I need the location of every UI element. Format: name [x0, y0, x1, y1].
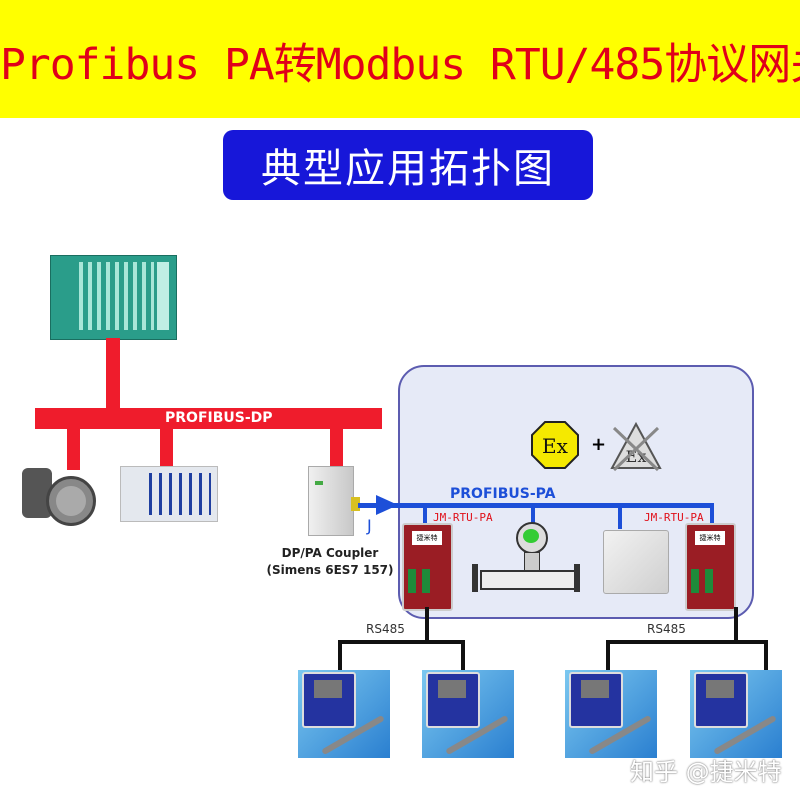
profibus-dp-bus	[35, 408, 382, 429]
crossed-ex-icon: Ex	[610, 421, 662, 472]
plc-device	[120, 466, 218, 522]
flowmeter-device	[472, 520, 580, 602]
plc-drop-line	[160, 428, 173, 468]
rs485-right-label: RS485	[647, 622, 686, 636]
modbus-sensor-3	[565, 670, 657, 758]
dp-master-rack	[50, 255, 177, 340]
rs485-left-label: RS485	[366, 622, 405, 636]
junction-box-device	[603, 530, 669, 594]
pump-drop-line	[67, 428, 80, 470]
rs485-left-drop-2	[461, 640, 465, 675]
pa-drop-flowmeter	[531, 503, 535, 523]
page-title: Profibus PA转Modbus RTU/485协议网关	[0, 40, 800, 90]
rack-drop-line	[106, 338, 120, 410]
watermark: 知乎 @捷米特	[630, 758, 782, 786]
profibus-pa-label: PROFIBUS-PA	[450, 486, 556, 502]
title-banner	[0, 0, 800, 118]
pa-drop-junction-box	[618, 503, 622, 529]
gateway-brand: 捷米特	[412, 531, 442, 545]
pa-drop-gateway-left	[423, 503, 427, 525]
svg-text:Ex: Ex	[626, 447, 647, 466]
actuator-device	[20, 462, 100, 534]
connector-mark: J	[367, 516, 372, 535]
dp-pa-coupler-device	[308, 466, 354, 536]
plus-sign: +	[591, 434, 607, 455]
rs485-right-trunk	[734, 607, 738, 642]
modbus-sensor-2	[422, 670, 514, 758]
gateway-left-device: 捷米特	[402, 523, 453, 611]
gateway-right-device: 捷米特	[685, 523, 736, 611]
pa-drop-gateway-right	[710, 503, 714, 525]
profibus-dp-label: PROFIBUS-DP	[165, 410, 273, 426]
rs485-right-drop-1	[606, 640, 610, 672]
subtitle-badge: 典型应用拓扑图	[223, 130, 593, 200]
rs485-right-bus	[606, 640, 768, 644]
coupler-model: (Simens 6ES7 157)	[266, 563, 394, 577]
gateway-brand: 捷米特	[695, 531, 725, 545]
svg-text:Ex: Ex	[542, 434, 569, 458]
ex-hazard-icon: Ex	[531, 421, 579, 469]
coupler-drop-line	[330, 428, 343, 468]
modbus-sensor-1	[298, 670, 390, 758]
rs485-left-trunk	[425, 607, 429, 642]
rs485-right-drop-2	[764, 640, 768, 672]
coupler-connector	[351, 497, 360, 511]
profibus-pa-bus	[358, 503, 714, 508]
rs485-left-drop-1	[338, 640, 342, 675]
rs485-left-bus	[338, 640, 465, 644]
arrow-right-icon	[376, 495, 398, 515]
coupler-label: DP/PA Coupler	[281, 546, 379, 560]
gateway-left-label: JM-RTU-PA	[433, 511, 493, 524]
modbus-sensor-4	[690, 670, 782, 758]
gateway-right-label: JM-RTU-PA	[644, 511, 704, 524]
